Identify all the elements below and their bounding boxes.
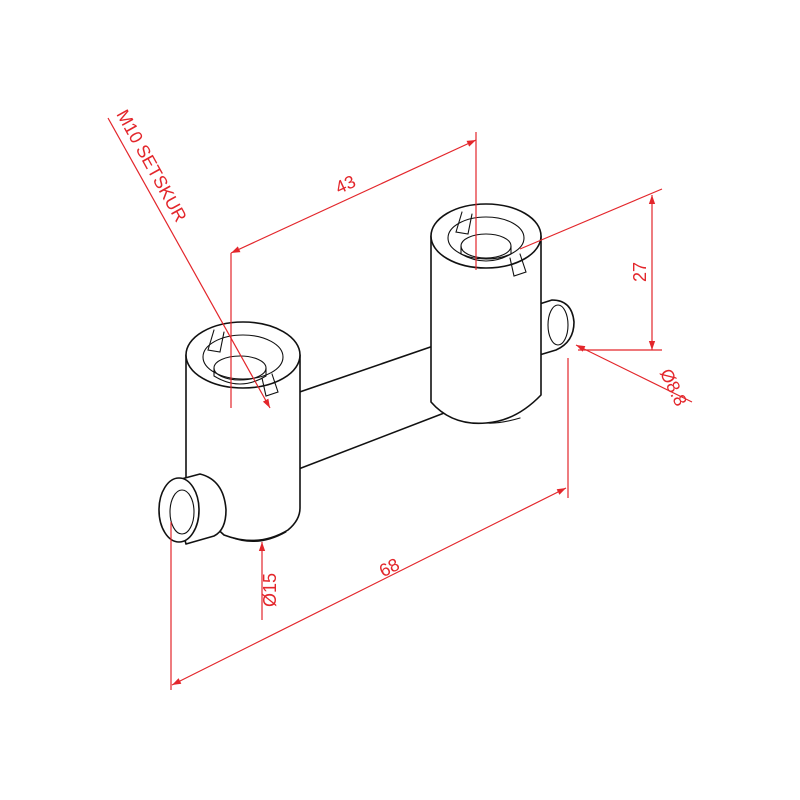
left-end-stub [158,473,227,545]
dimension-post-spacing [230,132,477,408]
dimension-line-overall-length [171,487,567,686]
leader-small-diameter [575,344,693,403]
dimensions [107,117,693,690]
leader-thread-callout [107,117,271,409]
extension-line-top [519,188,663,250]
label-large-diameter: Ø15 [260,573,280,607]
dimension-small-diameter [575,344,693,403]
label-thread-callout: M10 SETSKUR [113,106,191,225]
thread-callout [107,117,271,409]
label-height: 27 [630,262,650,282]
dimension-height [519,188,663,351]
bracket-part [158,203,575,545]
right-post [430,203,542,425]
label-post-spacing: 43 [332,171,359,198]
dimension-line-post-spacing [230,139,477,254]
label-overall-length: 68 [376,554,403,581]
dimension-overall-length [170,358,569,690]
